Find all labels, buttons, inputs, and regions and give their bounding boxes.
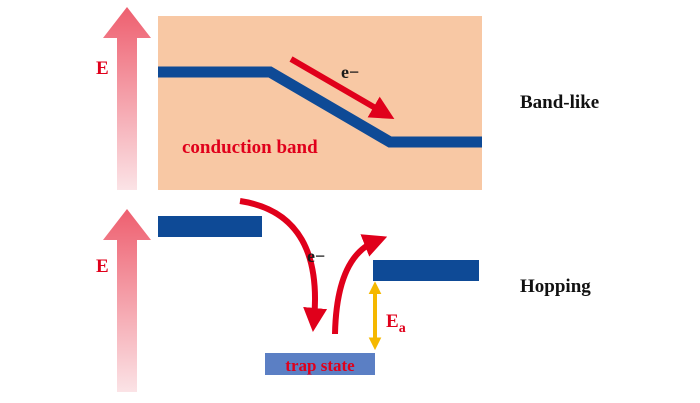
trap-state-label: trap state	[285, 356, 355, 375]
hopping-panel: E trap state e− Ea Hopping	[96, 198, 591, 392]
energy-axis-label-bottom: E	[96, 256, 109, 277]
electron-label-top: e−	[341, 62, 359, 82]
capture-arrow	[239, 198, 328, 332]
band-like-title: Band-like	[520, 92, 599, 113]
trap-state-bar	[265, 353, 375, 375]
activation-energy-label: Ea	[386, 311, 406, 336]
final-localized-state	[373, 260, 479, 281]
energy-axis-arrow-bottom	[103, 209, 151, 392]
initial-localized-state	[158, 216, 262, 237]
conduction-band-label: conduction band	[182, 137, 318, 158]
electron-drift-arrow	[289, 56, 395, 120]
release-arrow	[332, 234, 388, 335]
electron-label-bottom: e−	[307, 246, 325, 266]
band-edge-line	[158, 66, 482, 148]
band-like-panel: E e− conduction band Band-like	[96, 7, 599, 190]
energy-axis-label-top: E	[96, 58, 109, 79]
energy-axis-arrow-top	[103, 7, 151, 190]
hopping-title: Hopping	[520, 276, 591, 297]
